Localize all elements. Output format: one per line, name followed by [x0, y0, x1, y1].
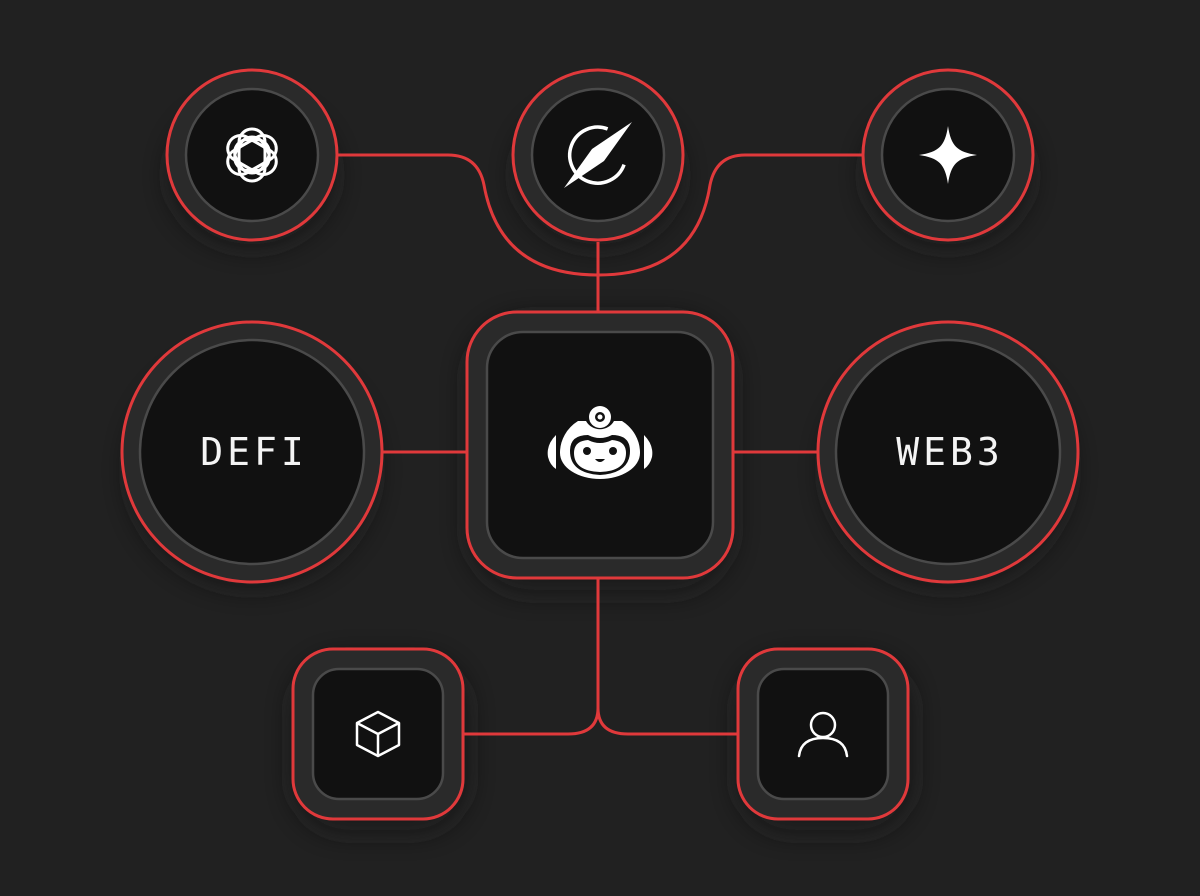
compass-icon [564, 122, 632, 188]
user-icon [797, 711, 849, 758]
connectors [338, 153, 862, 736]
node-openai[interactable] [165, 68, 339, 242]
node-web3[interactable]: WEB3 [816, 320, 1080, 584]
node-defi[interactable]: DEFI [120, 320, 384, 584]
connector-bottom-right [596, 707, 738, 736]
connector-top-left-to-hub [338, 153, 599, 277]
node-user[interactable] [736, 647, 910, 821]
connector-bottom-left [463, 707, 600, 736]
defi-label: DEFI [200, 430, 308, 474]
cube-icon [355, 710, 401, 758]
node-hub-robot[interactable] [465, 310, 735, 580]
sparkle-icon [919, 126, 977, 184]
robot-icon [547, 406, 653, 479]
node-sparkle[interactable] [861, 68, 1035, 242]
openai-logo-icon [226, 127, 278, 183]
node-cube[interactable] [291, 647, 465, 821]
connector-top-right-to-hub [597, 153, 862, 277]
node-compass[interactable] [511, 68, 685, 242]
web3-label: WEB3 [896, 430, 1004, 474]
